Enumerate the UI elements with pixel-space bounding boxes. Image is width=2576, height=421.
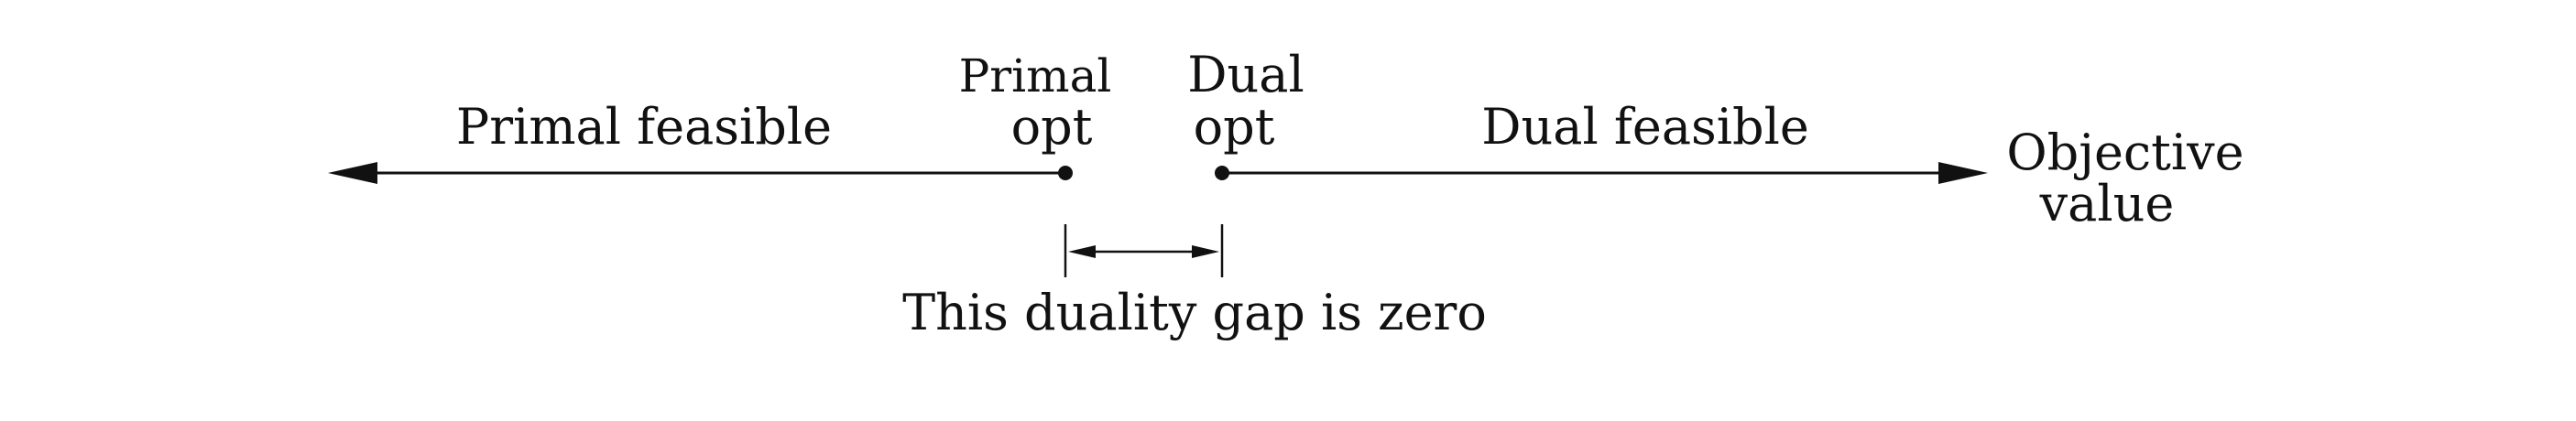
primal-opt-label-line1: Primal	[959, 49, 1112, 103]
axis-label-line2: value	[2039, 175, 2175, 232]
duality-gap-label: This duality gap is zero	[902, 284, 1487, 341]
dual-opt-label-line2: opt	[1194, 98, 1275, 156]
primal-feasible-label: Primal feasible	[456, 98, 832, 156]
axis-label-line1: Objective	[2006, 124, 2243, 181]
right-arrowhead-icon	[1938, 162, 1988, 184]
primal-opt-label-line2: opt	[1011, 98, 1093, 156]
dual-opt-label-line1: Dual	[1187, 46, 1304, 103]
left-arrowhead-icon	[328, 162, 377, 184]
gap-right-arrowhead-icon	[1192, 245, 1219, 258]
primal-opt-dot	[1058, 166, 1073, 180]
dual-feasible-label: Dual feasible	[1481, 98, 1809, 156]
gap-left-arrowhead-icon	[1068, 245, 1096, 258]
dual-opt-dot	[1215, 166, 1229, 180]
